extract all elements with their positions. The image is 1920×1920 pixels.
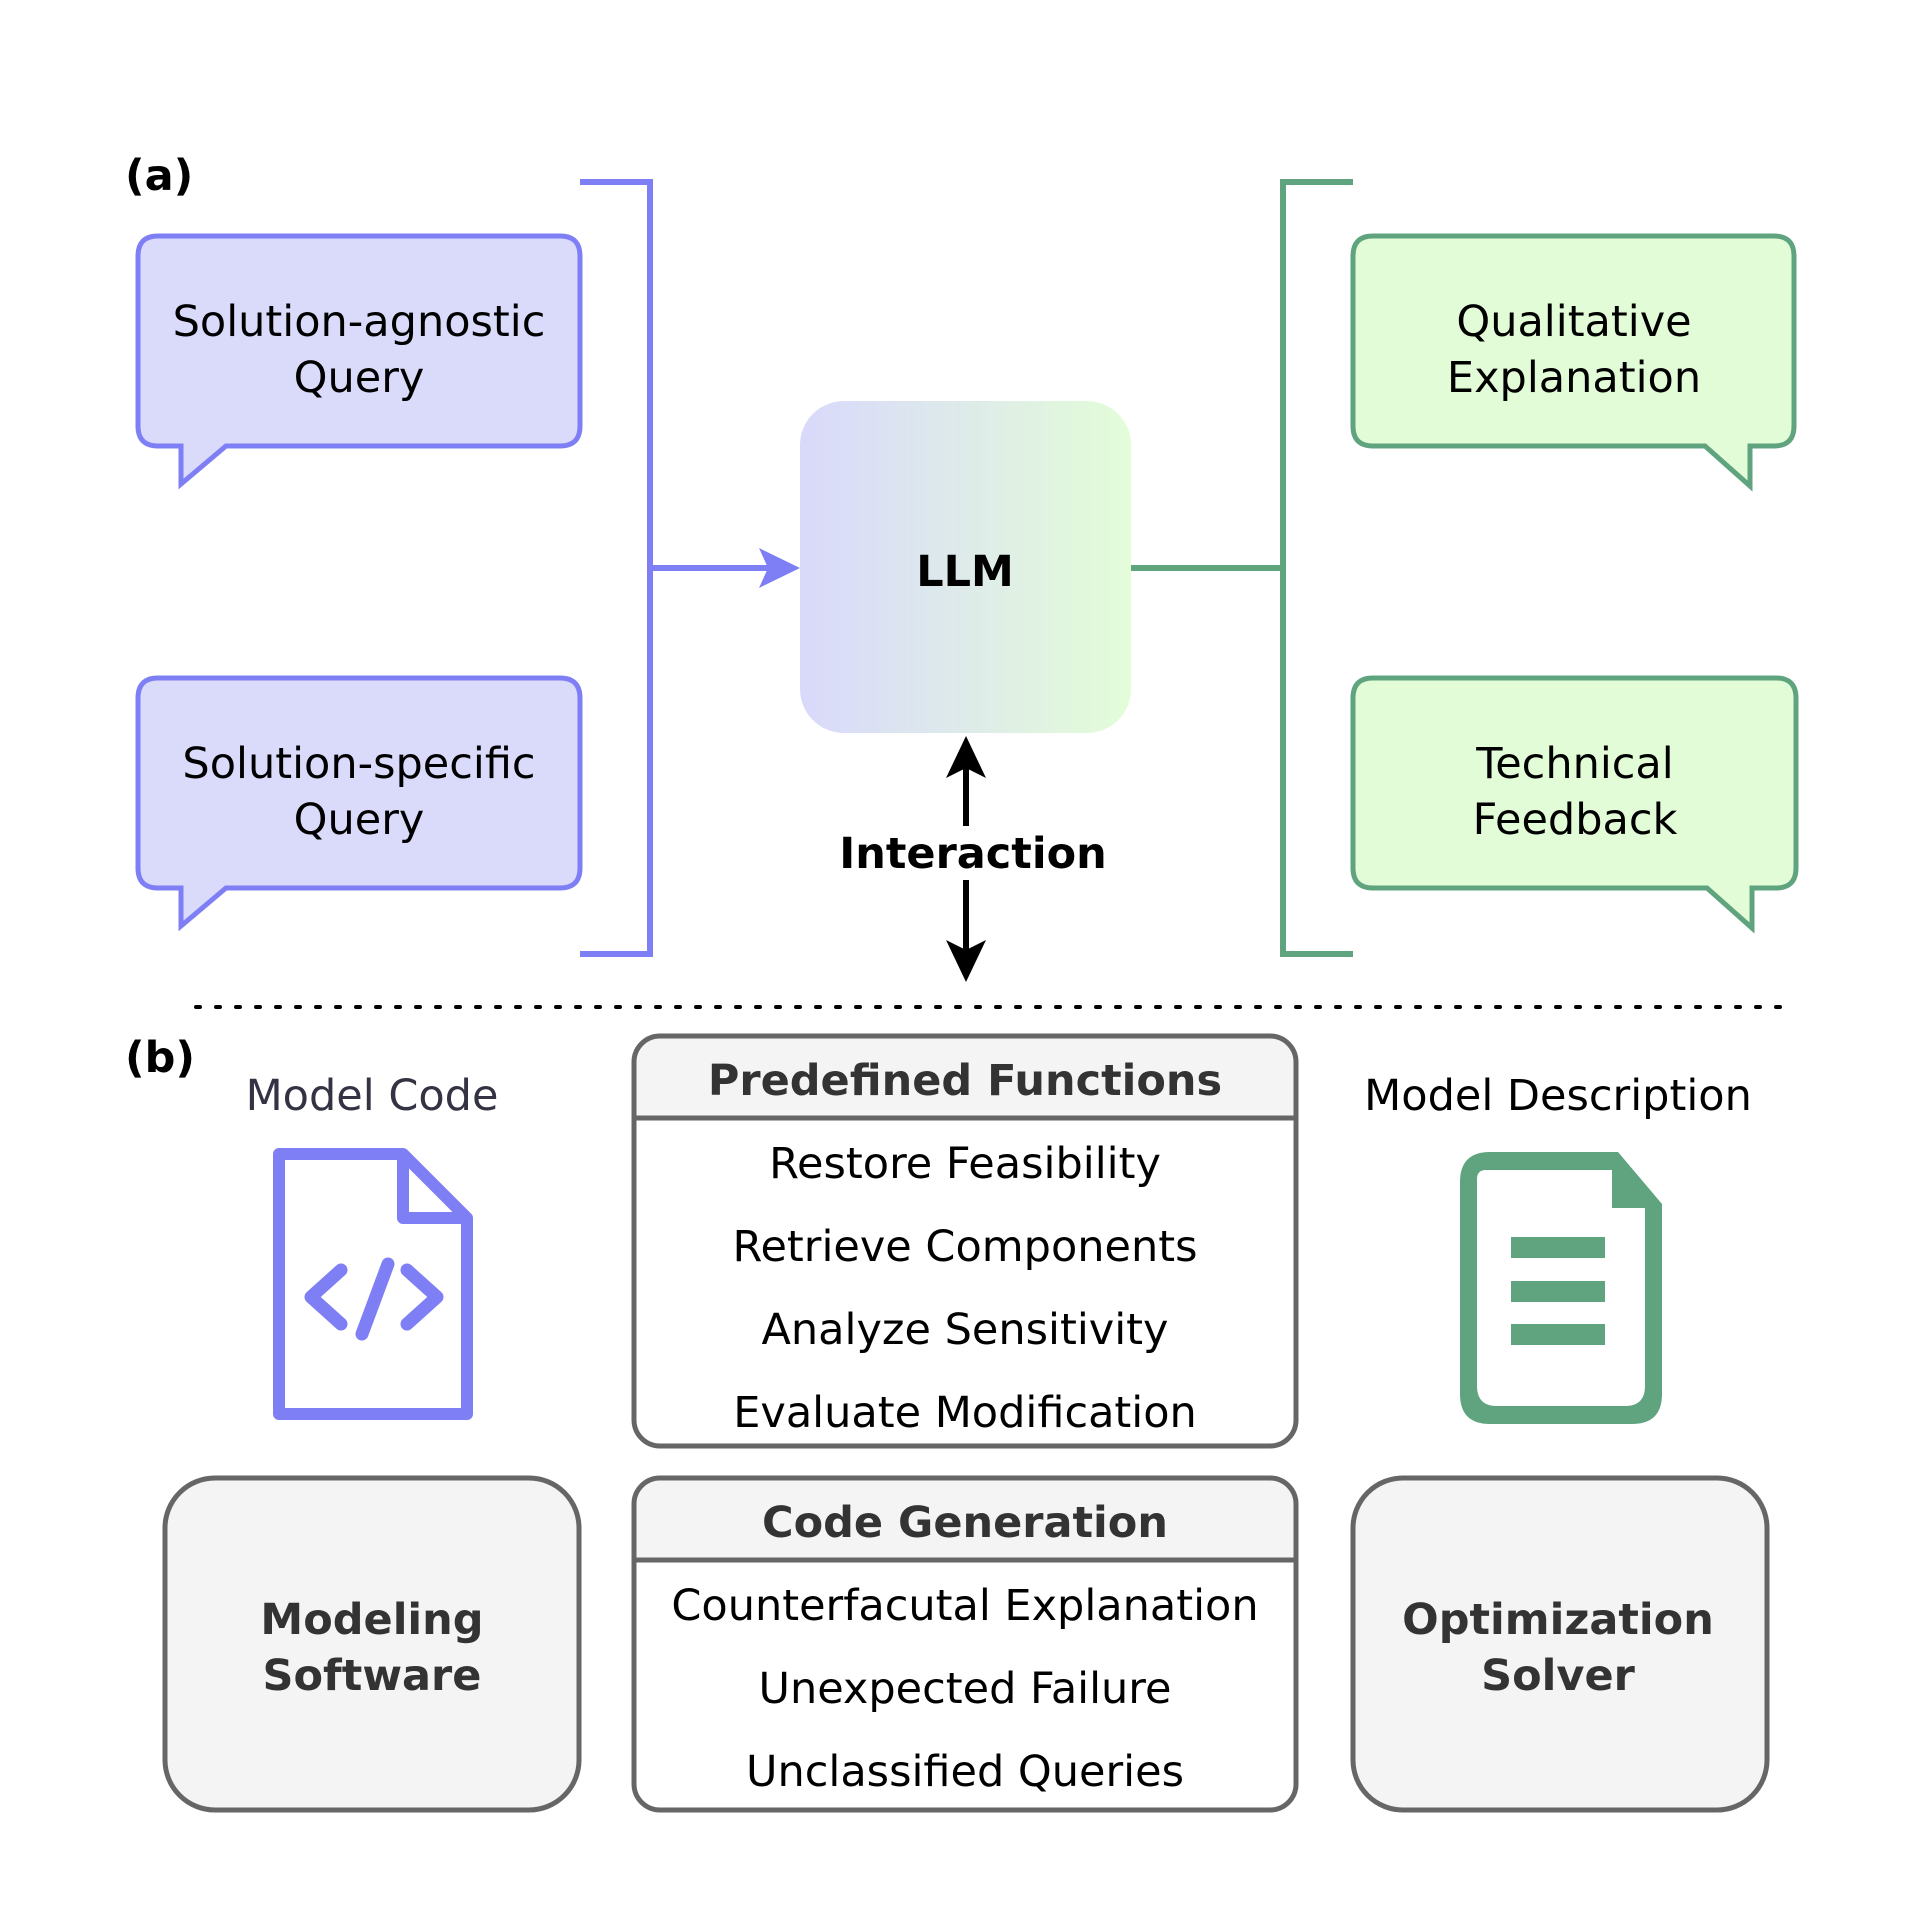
- predefined-item: Retrieve Components: [733, 1222, 1198, 1272]
- panel-a-label: (a): [125, 151, 193, 201]
- query-2-line-1: Solution-specific: [182, 739, 535, 789]
- predefined-item: Analyze Sensitivity: [762, 1305, 1169, 1355]
- predefined-functions-title: Predefined Functions: [708, 1056, 1222, 1106]
- arrow-right-icon: [759, 548, 800, 588]
- document-icon: [1460, 1152, 1662, 1424]
- solution-specific-query-bubble: Solution-specific Query: [135, 675, 583, 932]
- modeling-software-line-1: Modeling: [260, 1595, 483, 1645]
- codegen-item: Unexpected Failure: [758, 1664, 1171, 1714]
- panel-b-label: (b): [125, 1033, 195, 1083]
- query-2-line-2: Query: [294, 795, 425, 845]
- response-1-line-2: Explanation: [1447, 353, 1701, 403]
- predefined-functions-box: Predefined Functions Restore Feasibility…: [631, 1033, 1299, 1449]
- optimization-solver-box: Optimization Solver: [1350, 1475, 1770, 1813]
- response-2-line-2: Feedback: [1473, 795, 1678, 845]
- predefined-item: Restore Feasibility: [769, 1139, 1161, 1189]
- response-2-line-1: Technical: [1475, 739, 1673, 789]
- response-bracket: [1131, 179, 1353, 957]
- code-file-icon: [273, 1148, 473, 1420]
- codegen-item: Unclassified Queries: [746, 1747, 1184, 1797]
- response-1-line-1: Qualitative: [1456, 297, 1691, 347]
- llm-box: LLM: [800, 401, 1131, 733]
- query-bracket: [580, 179, 800, 957]
- query-1-line-2: Query: [294, 353, 425, 403]
- query-1-line-1: Solution-agnostic: [173, 297, 546, 347]
- llm-label: LLM: [916, 547, 1014, 597]
- model-code-label: Model Code: [246, 1071, 499, 1121]
- code-generation-box: Code Generation Counterfacutal Explanati…: [631, 1475, 1299, 1813]
- optimization-solver-line-1: Optimization: [1402, 1595, 1714, 1645]
- arrow-down-icon: [946, 940, 986, 982]
- technical-feedback-bubble: Technical Feedback: [1350, 675, 1799, 934]
- codegen-item: Counterfacutal Explanation: [671, 1581, 1258, 1631]
- solution-agnostic-query-bubble: Solution-agnostic Query: [135, 233, 583, 490]
- arrow-up-icon: [946, 736, 986, 778]
- code-generation-title: Code Generation: [762, 1498, 1168, 1548]
- model-description-label: Model Description: [1364, 1071, 1752, 1121]
- predefined-item: Evaluate Modification: [733, 1388, 1197, 1438]
- interaction-arrow: Interaction: [839, 736, 1107, 982]
- modeling-software-box: Modeling Software: [162, 1475, 582, 1813]
- qualitative-explanation-bubble: Qualitative Explanation: [1350, 233, 1797, 492]
- modeling-software-line-2: Software: [263, 1651, 482, 1701]
- interaction-label: Interaction: [839, 829, 1107, 879]
- optimization-solver-line-2: Solver: [1481, 1651, 1635, 1701]
